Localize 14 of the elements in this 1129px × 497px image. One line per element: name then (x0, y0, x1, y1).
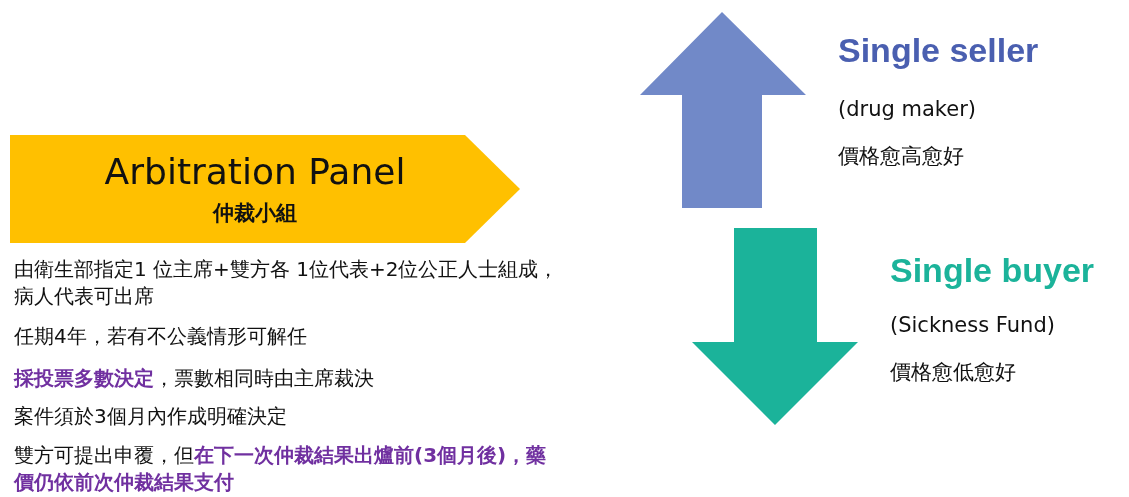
bullet-text: 任期4年，若有不公義情形可解任 (14, 323, 308, 350)
role-note: 價格愈高愈好 (838, 143, 964, 170)
banner-subtitle: 仲裁小組 (211, 200, 298, 227)
role-title: Single buyer (890, 250, 1095, 291)
role-note: 價格愈低愈好 (890, 359, 1016, 386)
role-subtitle: (drug maker) (838, 96, 976, 123)
banner-title: Arbitration Panel (103, 151, 407, 192)
bullet-text: 由衛生部指定1 位主席+雙方各 1位代表+2位公正人士組成，病人代表可出席 (14, 256, 559, 310)
role-title: Single seller (838, 30, 1039, 71)
bullet-text: 案件須於3個月內作成明確決定 (14, 403, 288, 430)
arrow-banner (10, 135, 520, 243)
bullet-text: 採投票多數決定，票數相同時由主席裁決 (14, 365, 375, 392)
bullet-text: 雙方可提出申覆，但在下一次仲裁結果出爐前(3個月後)，藥價仍依前次仲裁結果支付 (14, 442, 548, 496)
role-subtitle: (Sickness Fund) (890, 312, 1055, 339)
